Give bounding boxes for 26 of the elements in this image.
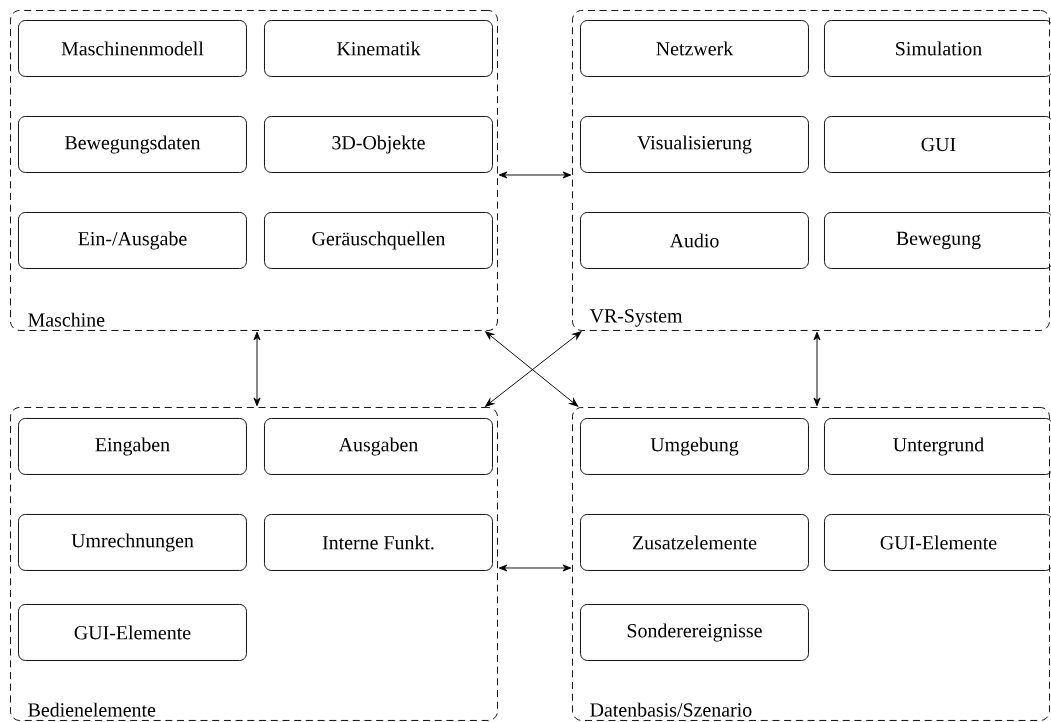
component-box: Simulation [824,20,1051,77]
component-box: Bewegungsdaten [18,116,247,173]
arrow [813,331,821,407]
component-box: Sonderereignisse [580,604,809,661]
component-box: Maschinenmodell [18,20,247,77]
component-box: Eingaben [18,418,247,475]
component-box: Umrechnungen [18,514,247,571]
component-box: GUI-Elemente [18,604,247,661]
component-box: Ausgaben [264,418,493,475]
component-box: Netzwerk [580,20,809,77]
arrow [498,171,572,179]
component-box: Bewegung [824,212,1051,269]
arrow [498,564,572,572]
component-box: Kinematik [264,20,493,77]
component-box: 3D-Objekte [264,116,493,173]
component-box: Untergrund [824,418,1051,475]
component-box: GUI-Elemente [824,514,1051,571]
arrow [253,331,261,407]
component-box: Audio [580,212,809,269]
component-box: Zusatzelemente [580,514,809,571]
component-box: Visualisierung [580,116,809,173]
component-box: Geräuschquellen [264,212,493,269]
component-box: GUI [824,116,1051,173]
component-box: Interne Funkt. [264,514,493,571]
component-box: Umgebung [580,418,809,475]
component-box: Ein-/Ausgabe [18,212,247,269]
